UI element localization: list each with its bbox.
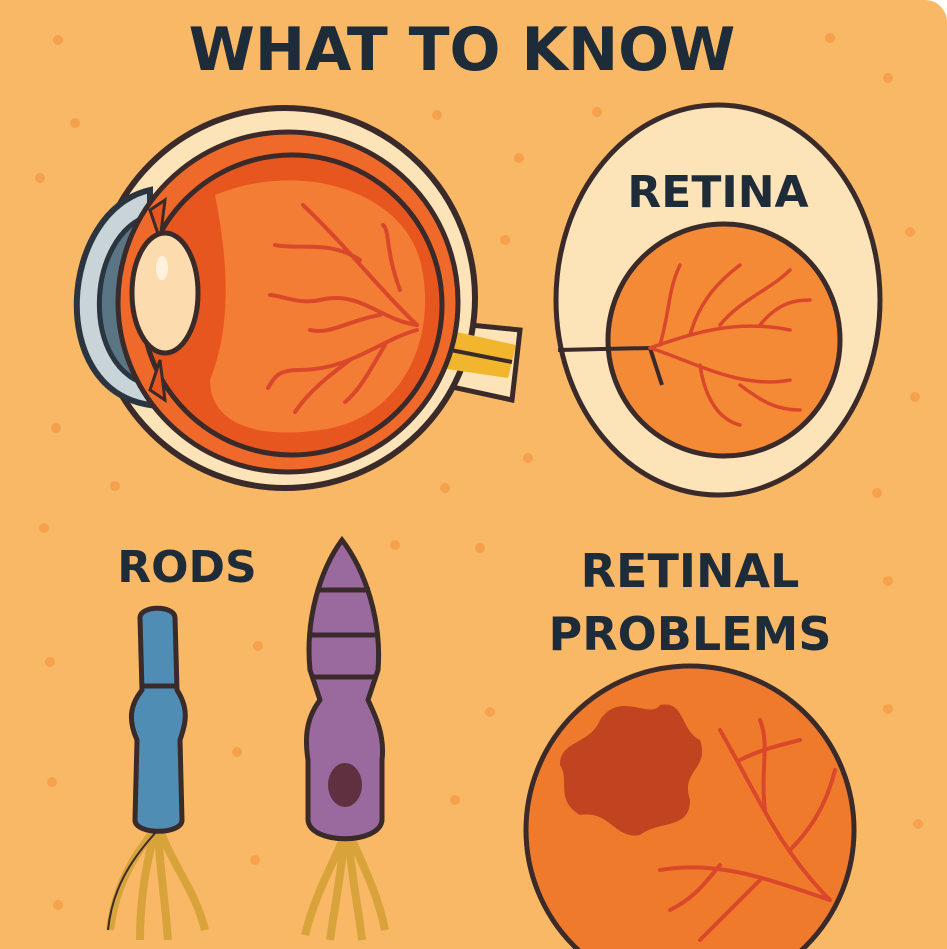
lesion (560, 704, 703, 836)
retina-fundus (605, 221, 843, 459)
background-dots (35, 33, 923, 910)
cone-cell-illustration (301, 535, 389, 941)
retina-label: RETINA (627, 167, 808, 218)
lens (129, 230, 201, 356)
eye-cross-section-illustration (73, 105, 523, 491)
rods-section: RODS (106, 535, 389, 941)
retina-panel: RETINA (553, 102, 883, 498)
rod-cell-illustration (106, 605, 209, 941)
problem-vessels (658, 718, 837, 942)
ciliary-body (148, 196, 167, 404)
page-title: WHAT TO KNOW (189, 15, 736, 85)
rods-label: RODS (117, 542, 257, 593)
blood-vessels (266, 203, 419, 414)
retinal-problems-label-line1: RETINAL (581, 544, 800, 598)
retinal-problems-section: RETINAL PROBLEMS (523, 544, 857, 949)
retina-vessels (648, 263, 812, 427)
retinal-problems-label-line2: PROBLEMS (549, 607, 832, 661)
